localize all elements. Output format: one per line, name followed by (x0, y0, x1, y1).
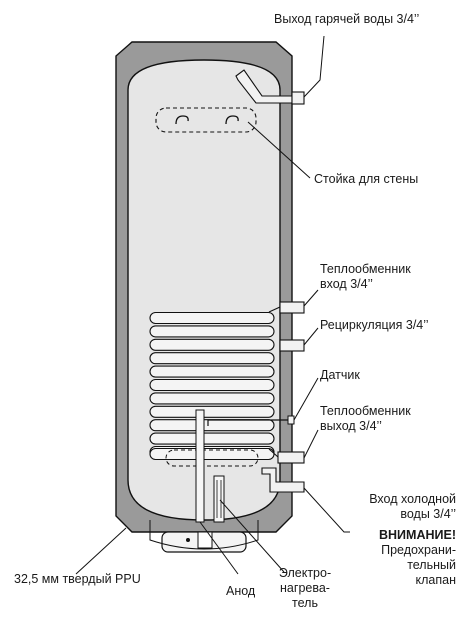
leader-insulation (75, 527, 127, 575)
coil-connectors (268, 306, 281, 458)
label-cold-water-in: Вход холодной воды 3/4’’ (369, 492, 456, 521)
label-attention: ВНИМАНИЕ! (379, 528, 456, 542)
coil-loop (149, 378, 275, 392)
coil-loop (149, 392, 275, 405)
coil-loop (149, 405, 275, 418)
label-wall-bracket: Стойка для стены (314, 172, 419, 186)
coil-loop (149, 338, 275, 351)
label-insulation: 32,5 мм твердый PPU (14, 572, 141, 586)
fitting-cold-in (261, 467, 305, 493)
coil-loop (149, 325, 275, 338)
hot-water-pipe (235, 69, 305, 105)
wall-bracket-outline (155, 107, 257, 133)
coil-loop (149, 419, 275, 432)
lower-bracket-outline (165, 449, 259, 467)
leader-hx-in (303, 289, 319, 307)
coil-loop (149, 447, 275, 461)
leader-hx-out (303, 429, 319, 459)
leader-lines (75, 35, 350, 575)
leader-hot-water (303, 35, 325, 98)
label-anode: Анод (226, 584, 256, 598)
leader-wall-bracket (247, 121, 311, 179)
anode-rod (195, 409, 205, 523)
label-heater: Электро- нагрева- тель (278, 566, 332, 610)
sensor-tube (207, 419, 290, 426)
leader-anode (199, 521, 239, 575)
leader-sensor (293, 377, 319, 421)
base-ring (149, 520, 259, 550)
coil-loop (149, 352, 275, 365)
heater-screw (186, 538, 190, 542)
label-hx-out: Теплообменник выход 3/4’’ (320, 404, 411, 433)
label-recirculation: Рециркуляция 3/4’’ (320, 318, 429, 332)
heat-exchanger-coil (149, 306, 281, 467)
label-hot-water-out: Выход гарячей воды 3/4’’ (274, 12, 420, 26)
fitting-recirculation (279, 339, 305, 352)
coil-loop (149, 311, 275, 325)
heater-rod (213, 475, 225, 523)
leader-recirculation (303, 327, 319, 346)
heater-cap (197, 531, 213, 549)
coil-loop (149, 432, 275, 445)
coil-loop (149, 365, 275, 378)
bracket-hook-1 (175, 115, 189, 125)
label-hx-in: Теплообменник вход 3/4’’ (320, 262, 411, 291)
bracket-hook-2 (225, 115, 239, 125)
fitting-hx-in (279, 301, 305, 314)
heater-coil-lines (216, 480, 222, 518)
sensor-head (287, 415, 295, 425)
inner-tank (127, 59, 281, 521)
fitting-hx-out (277, 451, 305, 464)
label-safety-valve: Предохрани- тельный клапан (381, 543, 456, 587)
leader-heater (219, 499, 285, 573)
leader-cold-in (303, 487, 350, 533)
label-sensor: Датчик (320, 368, 360, 382)
